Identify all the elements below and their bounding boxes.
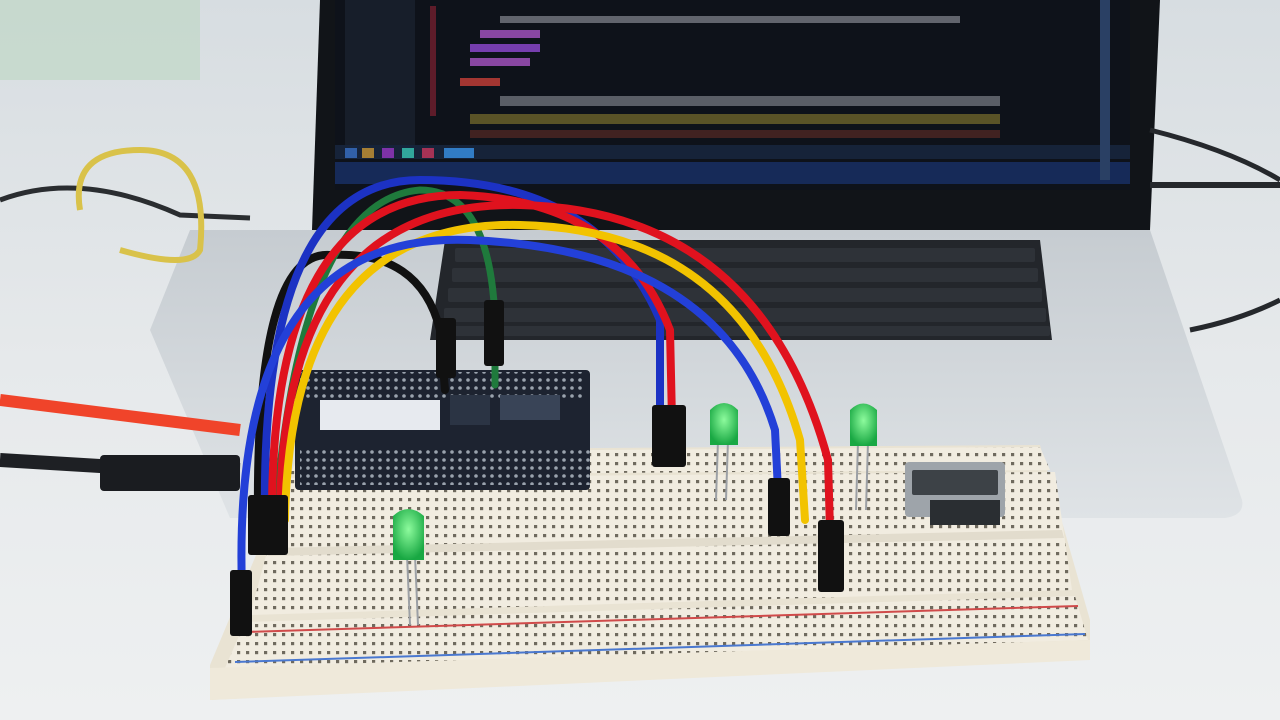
led-green-1 xyxy=(710,403,738,501)
usb-connector xyxy=(905,462,1005,525)
jumper-wire-yellow xyxy=(281,220,809,524)
wire-header-pins xyxy=(230,300,844,636)
jumper-wire-blue-2 xyxy=(237,235,782,594)
code-lines-blur xyxy=(335,0,1130,184)
jumper-wire-red-2 xyxy=(276,200,834,534)
jumper-wires xyxy=(237,175,834,594)
microcontroller-board xyxy=(295,370,590,490)
keyboard xyxy=(430,240,1052,340)
led-green-3 xyxy=(393,509,424,626)
background-cables xyxy=(0,127,1280,491)
background-plant-blur xyxy=(0,0,200,80)
breadboard xyxy=(210,445,1090,700)
jumper-wire-red-1 xyxy=(267,190,676,524)
laptop-screen xyxy=(335,0,1130,190)
breadboard-bottom-rail xyxy=(225,596,1088,668)
led-green-2 xyxy=(850,403,877,511)
